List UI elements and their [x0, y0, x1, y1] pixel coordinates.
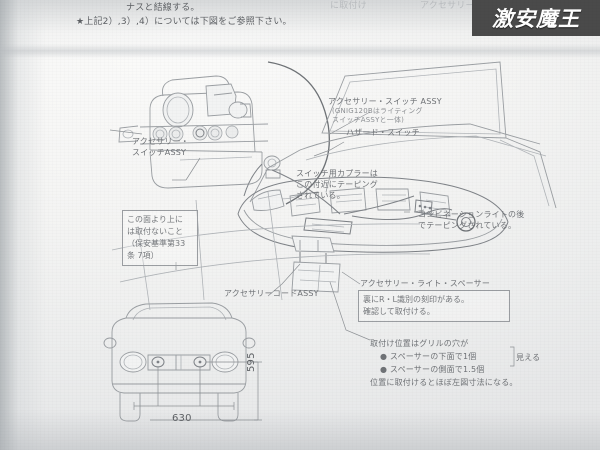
paper-left-edge-shadow: [0, 0, 46, 450]
position-note-line-2: 位置に取付けるとほぼ左図寸法になる。: [370, 378, 518, 387]
watermark-badge: 激安魔王: [472, 0, 600, 36]
position-note-line-1: 取付け位置はグリルの穴が: [370, 339, 469, 348]
top-line-2: ★上記2）,3）,4）については下図をご参照下さい。: [76, 17, 292, 27]
paper-fold-crease: [0, 44, 600, 58]
callout-accessory-switch-assy-windshield: アクセサリー・スイッチ ASSY: [328, 97, 442, 106]
box-rl-stamp-note: 裏にR・L識別の刻印がある。 確認して取付ける。: [358, 290, 510, 322]
callout-leader-lines: [172, 111, 425, 341]
callout-accessory-switch-assy-note: (GNIG120Bはライティング スイッチASSYと一体): [332, 107, 423, 124]
dimension-height-label: 595: [246, 352, 257, 372]
box-mounting-limit-note: この面より上に は取付ないこと （保安基準第33 条 7項）: [122, 210, 198, 266]
callout-hazard-switch: ハザード・スイッチ: [346, 128, 420, 137]
callout-combination-light-note: コンビネーションライトの後 でテーピングされている。: [418, 210, 525, 230]
position-note-block: 取付け位置はグリルの穴が ● スペーサーの下面で1個 ● スペーサーの側面で1.…: [370, 338, 600, 387]
top-faint-right: に取付け: [330, 1, 367, 11]
callout-switch-coupler-note: スイッチ用カプラーは この付近にテーピング されている。: [296, 169, 378, 200]
paper-bottom-shadow: [0, 410, 600, 450]
callout-accessory-light-spacer: アクセサリー・ライト・スペーサー: [360, 279, 491, 288]
front-elevation-drawing: [103, 302, 262, 422]
position-note-bullet-1: ● スペーサーの下面で1個: [380, 352, 477, 361]
watermark-text: 激安魔王: [492, 6, 580, 31]
position-note-bullet-2: ● スペーサーの側面で1.5個: [380, 365, 485, 374]
position-note-visible-label: 見える: [516, 353, 541, 362]
dimension-width-label: 630: [172, 413, 192, 424]
dashboard-detail-drawing: [118, 61, 330, 205]
callout-accessory-cord-assy: アクセサリーコードASSY: [224, 289, 319, 298]
top-faint-far-right: アクセサリー: [420, 1, 475, 11]
callout-accessory-switch-assy-dash: アクセサリー・ スイッチASSY: [132, 137, 189, 157]
top-line-1: ナスと結線する。: [126, 3, 200, 13]
